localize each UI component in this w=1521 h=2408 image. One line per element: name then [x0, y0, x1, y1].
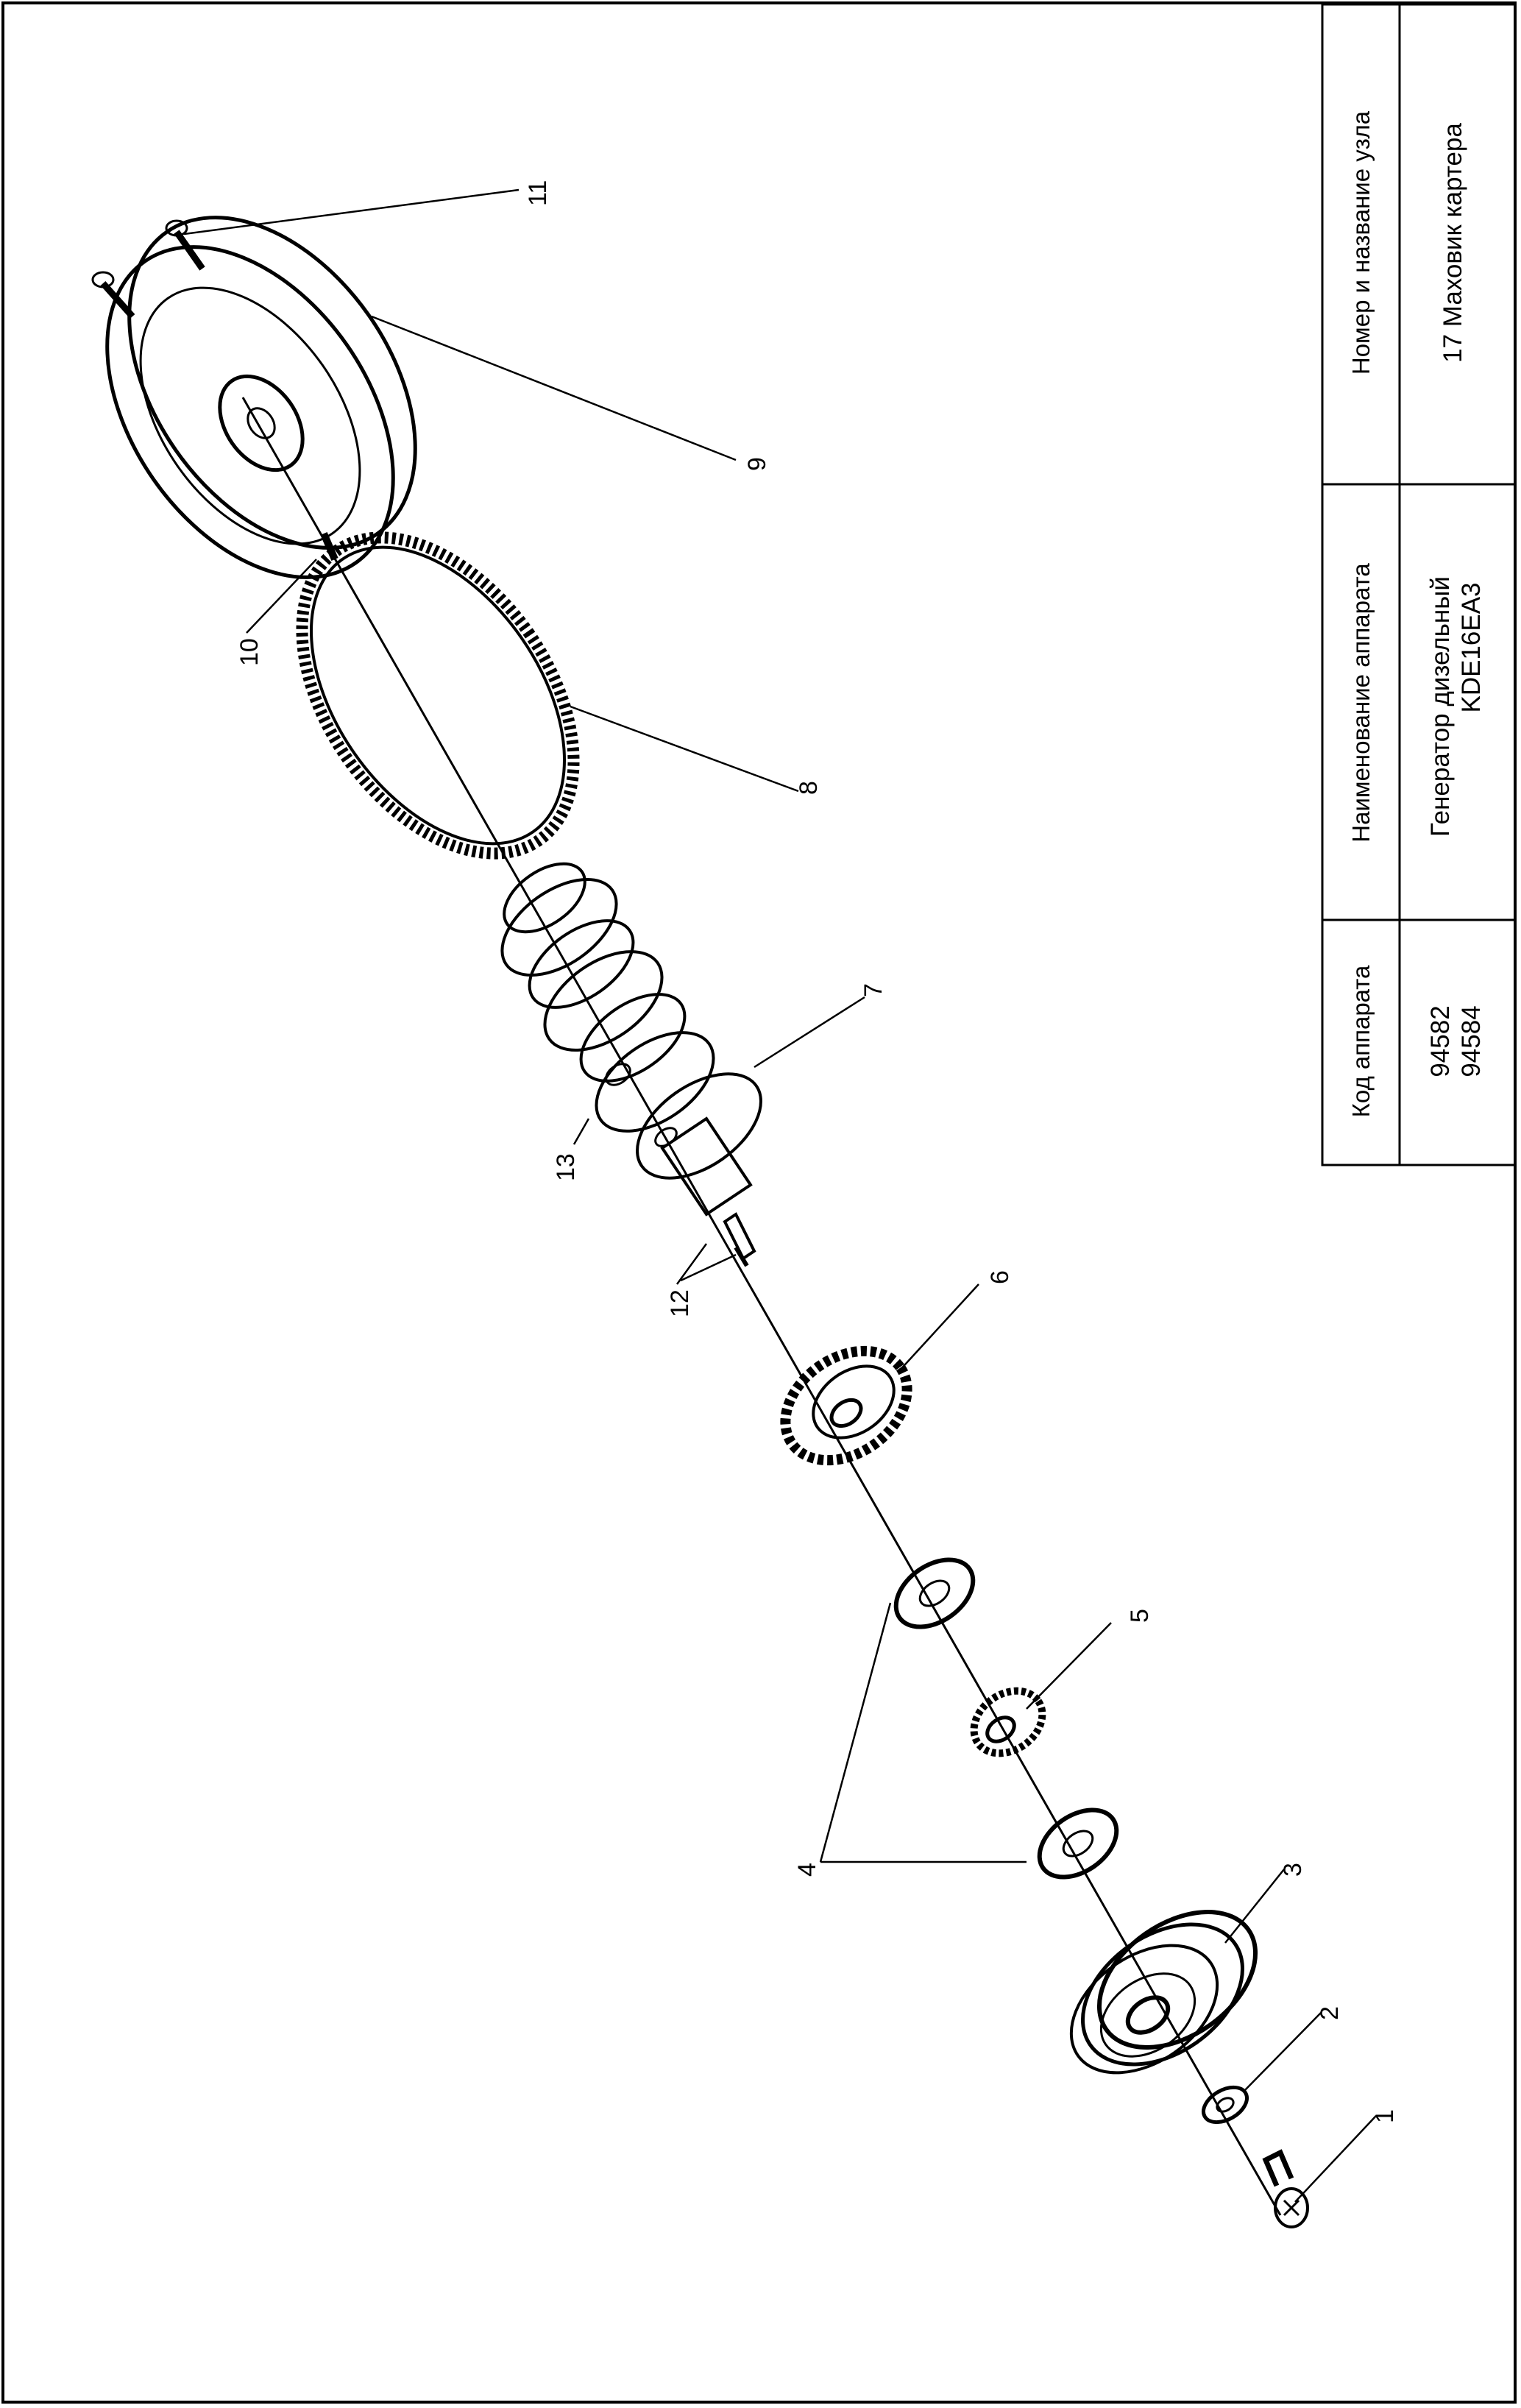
- callout-9: 9: [743, 457, 771, 471]
- part-thrust-washer-upper: [893, 1557, 976, 1629]
- callout-6: 6: [986, 1270, 1014, 1284]
- part-thrust-washer-lower: [1037, 1807, 1119, 1880]
- callout-4: 4: [793, 1863, 821, 1877]
- value-name-line2: KDE16EA3: [1457, 582, 1486, 713]
- part-gear-small: [970, 1687, 1046, 1757]
- value-code-1: 94582: [1426, 1005, 1455, 1077]
- leader-lines: [183, 188, 1377, 2203]
- callout-8: 8: [795, 781, 823, 795]
- value-name-line1: Генератор дизельный: [1426, 576, 1455, 837]
- part-crankshaft: [500, 862, 762, 1261]
- header-unit: Номер и название узла: [1347, 110, 1375, 375]
- value-unit: 17 Маховик картера: [1439, 123, 1467, 363]
- callout-3: 3: [1279, 1863, 1307, 1877]
- value-code-2: 94584: [1457, 1005, 1486, 1077]
- callout-labels: 1 2 3 4 5 6 7 8 9 10 11 12 13: [235, 180, 1399, 2123]
- part-washer: [1202, 2085, 1249, 2125]
- part-bolt: [1262, 2149, 1309, 2228]
- part-ring-gear: [296, 531, 580, 860]
- header-code: Код аппарата: [1347, 965, 1375, 1118]
- part-crank-keys: [734, 1246, 749, 1267]
- part-flywheel-bolts: [91, 219, 205, 319]
- callout-2: 2: [1316, 2006, 1344, 2020]
- callout-7: 7: [859, 983, 887, 997]
- header-name: Наименование аппарата: [1347, 563, 1375, 843]
- assembly-axis: [241, 397, 1282, 2216]
- callout-11: 11: [524, 180, 552, 206]
- callout-10: 10: [235, 638, 263, 666]
- part-sprocket: [780, 1345, 912, 1466]
- callout-1: 1: [1371, 2109, 1399, 2123]
- callout-5: 5: [1126, 1609, 1154, 1623]
- part-dowel-pin: [320, 532, 338, 561]
- title-block-grid: [1321, 3, 1517, 1166]
- part-pulley: [1069, 1910, 1258, 2075]
- part-flywheel: [105, 216, 417, 579]
- callout-12: 12: [666, 1289, 694, 1317]
- callout-13: 13: [552, 1153, 580, 1181]
